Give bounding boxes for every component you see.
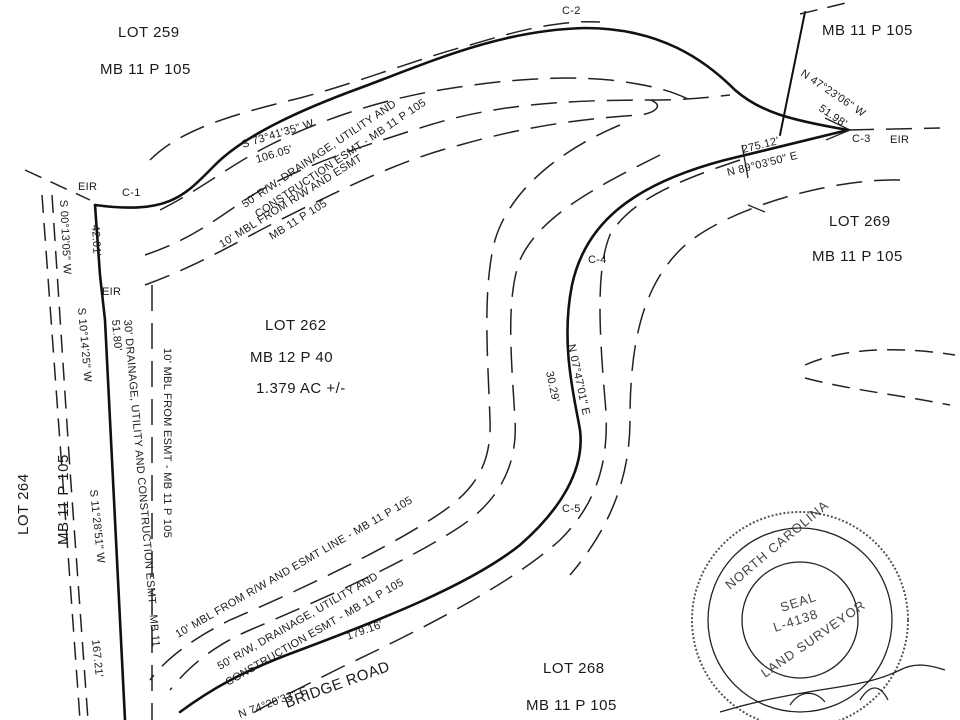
east-boundary — [178, 128, 850, 714]
tick-east-1 — [741, 144, 749, 179]
lot-259-ref: MB 11 P 105 — [100, 61, 191, 78]
west-bearing-c: S 11°28'51" W — [87, 489, 107, 564]
curve-c2-label: C-2 — [562, 5, 581, 17]
west-distance-b: 51.80' — [109, 319, 124, 351]
top-mbl-line-1 — [144, 94, 731, 256]
curve-c5-label: C-5 — [562, 503, 581, 515]
lot-264-ref: MB 11 P 105 — [55, 454, 72, 545]
west-outer-line-1 — [41, 194, 81, 720]
curve-c4-label: C-4 — [588, 254, 607, 266]
curve-mbl-line-2 — [244, 159, 741, 719]
eir-marker-w: EIR — [102, 286, 121, 298]
lot-tr-dash — [847, 127, 941, 131]
surveyor-signature — [719, 664, 946, 713]
lot-269-label: LOT 269 — [829, 213, 891, 230]
surveyor-seal: NORTH CAROLINA SEAL L-4138 LAND SURVEYOR — [691, 497, 946, 720]
top-mbl-line-2 — [144, 99, 659, 286]
lot-262-ref: MB 12 P 40 — [250, 349, 333, 366]
lot269-sketch-1 — [804, 348, 956, 366]
west-outer-line-2 — [51, 194, 89, 720]
west-boundary — [93, 203, 127, 720]
curve-mbl-line-1 — [149, 124, 621, 681]
lot-tr-west-line — [779, 11, 806, 136]
bottom-distance: 179.16' — [345, 619, 385, 643]
lot-268-ref: MB 11 P 105 — [526, 697, 617, 714]
curve-c1-label: C-1 — [122, 187, 141, 199]
lot-tr-dash-2 — [799, 1, 851, 15]
center-distance: 30.29' — [543, 370, 561, 403]
west-mbl-text: 10' MBL FROM ESMT - MB 11 P 105 — [161, 348, 173, 538]
seal-center-ring — [741, 561, 859, 679]
west-easement-text: 30' DRAINAGE, UTILITY AND CONSTRUCTION E… — [121, 319, 162, 647]
tick-east-2 — [747, 204, 766, 213]
lot-269-ref: MB 11 P 105 — [812, 248, 903, 265]
lot-259-label: LOT 259 — [118, 24, 180, 41]
west-bearing-a: S 00°13'05" W — [57, 200, 73, 276]
eir-marker-nw: EIR — [78, 181, 97, 193]
east-bearing: N 89°03'50" E — [726, 150, 799, 179]
curve-esmt-line-1 — [169, 154, 661, 691]
lot-tr-ref: MB 11 P 105 — [822, 22, 913, 39]
bottom-easement-line-1: 50' R/W, DRAINAGE, UTILITY AND — [216, 571, 381, 673]
top-row-line-outer — [149, 20, 601, 161]
seal-outer-ring — [691, 511, 909, 720]
lot-268-label: LOT 268 — [543, 660, 605, 677]
lot-264-label: LOT 264 — [15, 473, 32, 535]
lot-262-area: 1.379 AC +/- — [256, 380, 346, 397]
curve-c3-label: C-3 — [852, 133, 871, 145]
top-esmt-line — [159, 77, 691, 211]
top-distance: 106.05' — [254, 143, 294, 166]
eir-marker-e: EIR — [890, 134, 909, 146]
west-bearing-b: S 10°14'25" W — [75, 307, 94, 383]
east-offset-line — [569, 179, 901, 576]
north-boundary — [93, 26, 850, 209]
lot269-sketch-2 — [804, 377, 951, 406]
lot-262-boundary — [93, 26, 850, 720]
seal-inner-ring — [707, 527, 893, 713]
lot-262-label: LOT 262 — [265, 317, 327, 334]
center-bearing: N 07°47'01" E — [565, 343, 592, 416]
east-distance: 275.12' — [741, 135, 781, 156]
west-distance-a: 42.01' — [89, 225, 103, 257]
west-distance-c: 167.21' — [89, 639, 105, 678]
seal-top-text: NORTH CAROLINA — [722, 497, 831, 592]
road-name: BRIDGE ROAD — [283, 658, 393, 712]
top-left-dash — [24, 169, 91, 201]
